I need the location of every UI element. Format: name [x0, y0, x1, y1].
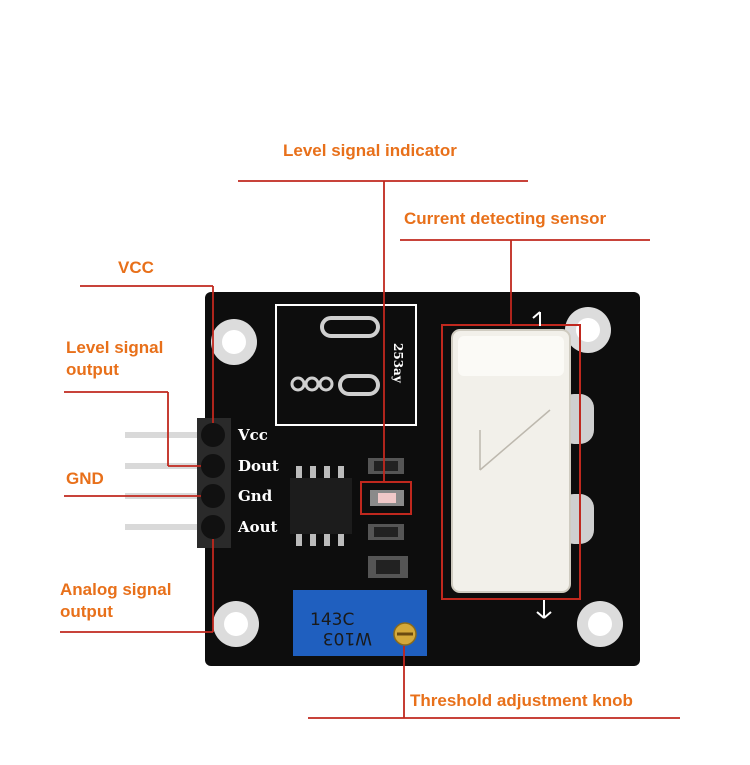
comparator-chip: [290, 466, 352, 546]
mounting-holes: [211, 307, 623, 647]
pin-label-aout: Aout: [237, 518, 278, 536]
direction-arrow-icon: [532, 311, 552, 619]
callout-lines: [60, 180, 680, 719]
pot-marking-1: 143C: [310, 610, 354, 630]
potentiometer: 143C W103: [293, 590, 427, 656]
pin-label-vcc: Vcc: [237, 426, 268, 444]
label-current-detecting-sensor: Current detecting sensor: [404, 209, 607, 228]
label-threshold-adjustment-knob: Threshold adjustment knob: [410, 691, 633, 710]
label-level-signal-output-2: output: [66, 360, 119, 379]
reed-marking: 253ay: [391, 343, 405, 384]
label-gnd: GND: [66, 469, 104, 488]
led-highlight-box: [360, 481, 412, 515]
label-analog-signal-output-1: Analog signal: [60, 580, 172, 599]
pin-label-dout: Dout: [238, 457, 279, 475]
pot-marking-2: W103: [323, 628, 372, 648]
label-vcc: VCC: [118, 258, 154, 277]
smd-components: [368, 458, 408, 578]
reed-switch-area: 253ay: [275, 304, 417, 426]
current-sensor: [451, 329, 594, 593]
pin-header: [197, 418, 231, 548]
pin-label-gnd: Gnd: [238, 487, 273, 505]
label-level-signal-output-1: Level signal: [66, 338, 164, 357]
level-indicator-led: [370, 490, 404, 506]
label-level-signal-indicator: Level signal indicator: [283, 141, 457, 160]
label-analog-signal-output-2: output: [60, 602, 113, 621]
